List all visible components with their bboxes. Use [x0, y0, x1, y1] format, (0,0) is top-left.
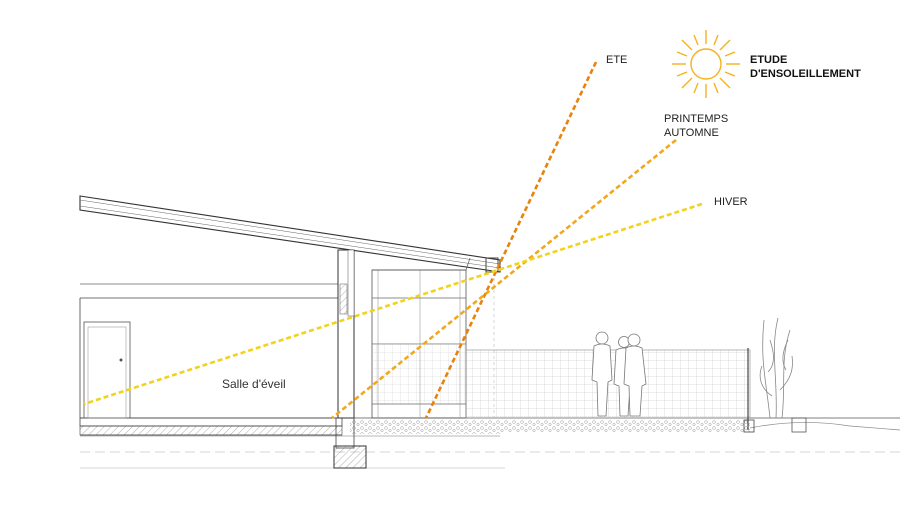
- ray-hiver: [83, 202, 703, 406]
- title-line-2: D'ENSOLEILLEMENT: [750, 68, 861, 80]
- sun-rays: [83, 61, 703, 420]
- interior: [79, 283, 338, 419]
- title-line-1: ETUDE: [750, 54, 788, 66]
- label-printemps: PRINTEMPS: [664, 113, 729, 125]
- sun-icon: [672, 30, 740, 98]
- glazed-facade: [371, 257, 495, 419]
- interior-door: [83, 321, 131, 419]
- gravel-path: [500, 420, 750, 432]
- ray-printemps-automne: [331, 138, 677, 420]
- label-automne: AUTOMNE: [664, 127, 719, 139]
- ray-ete: [424, 61, 598, 419]
- ground: [80, 417, 900, 469]
- foundation: [333, 417, 367, 469]
- label-hiver: HIVER: [714, 196, 748, 208]
- room-label: Salle d'éveil: [222, 377, 286, 391]
- people: [591, 331, 647, 417]
- exterior-wall: [337, 249, 355, 419]
- plants: [759, 317, 807, 433]
- floor-slab: [79, 417, 343, 436]
- gravel-bed: [350, 420, 500, 434]
- person-3: [623, 333, 647, 417]
- person-1: [591, 331, 613, 417]
- label-ete: ETE: [606, 54, 628, 66]
- roof: [79, 195, 501, 273]
